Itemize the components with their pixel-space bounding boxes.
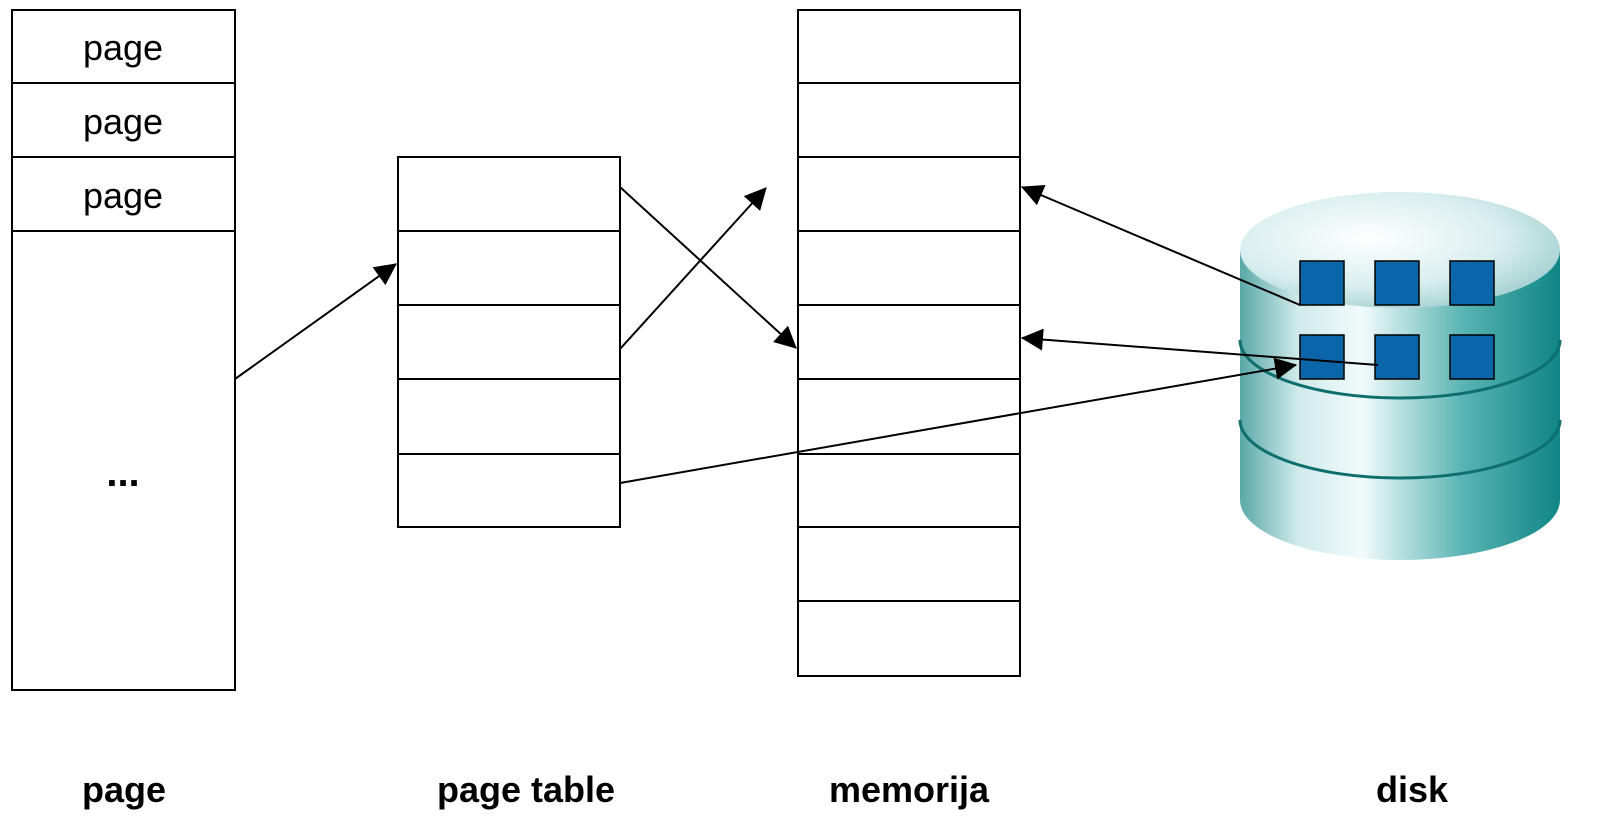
caption-page: page [82,769,166,810]
arrow-disk-to-memory-2 [1020,328,1379,366]
caption-disk: disk [1376,769,1449,810]
arrow-disk-to-memory-1 [1020,185,1301,306]
disk-block [1374,334,1420,380]
virtual-pages-ellipsis: ... [106,451,139,495]
disk-block [1449,334,1495,380]
page-table-column [397,156,621,528]
arrow-table-to-disk [619,357,1298,484]
arrow-table-to-memory [619,186,797,349]
disk-block [1299,260,1345,306]
page-table-box [397,156,621,528]
caption-page-table: page table [437,769,615,810]
disk-block [1374,260,1420,306]
disk-blocks [1299,260,1495,380]
virtual-page-label-3: page [83,175,163,216]
disk-icon [1238,192,1562,560]
virtual-pages-box [11,9,236,691]
arrow-table-to-memory-2 [619,187,767,350]
mapping-arrows [234,185,1379,484]
memory-column [797,9,1021,677]
disk-block [1299,334,1345,380]
virtual-page-label-1: page [83,27,163,68]
arrow-page-to-table [234,263,397,380]
caption-memory: memorija [829,769,990,810]
memory-box [797,9,1021,677]
virtual-page-label-2: page [83,101,163,142]
disk-block [1449,260,1495,306]
virtual-pages-column: page page page ... [11,9,236,691]
